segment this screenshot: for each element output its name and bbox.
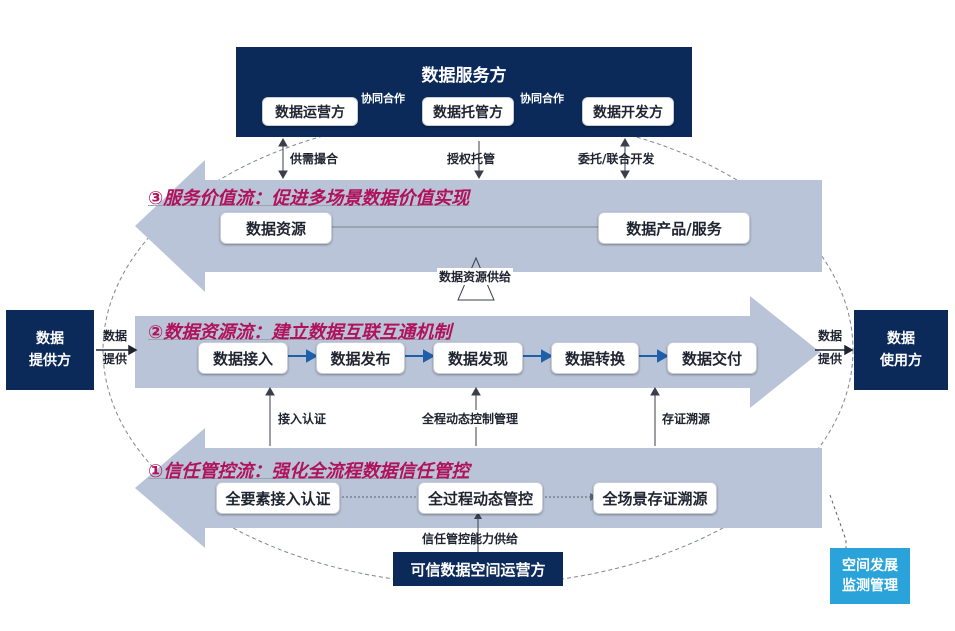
- step-convert: 数据转换: [551, 342, 639, 374]
- developer-label: 数据开发方: [593, 104, 663, 121]
- step-discover: 数据发现: [433, 342, 523, 374]
- operator-box: 数据运营方: [262, 97, 358, 126]
- service-resource-label: 数据资源: [245, 219, 306, 238]
- element-auth-box: 全要素接入认证: [216, 482, 340, 514]
- user-arrow-label2: 提供: [817, 352, 842, 366]
- resource-flow-title: ②数据资源流：建立数据互联互通机制: [148, 322, 452, 343]
- provider-line1: 数据: [36, 331, 64, 347]
- process-control-label: 全过程动态管控: [427, 489, 533, 508]
- process-control-box: 全过程动态管控: [418, 482, 543, 514]
- monitor-line1: 空间发展: [842, 558, 898, 574]
- user-line1: 数据: [887, 331, 915, 347]
- operator-label: 数据运营方: [275, 104, 345, 121]
- service-flow-band: [135, 160, 822, 292]
- element-auth-label: 全要素接入认证: [225, 489, 331, 508]
- step-publish-label: 数据发布: [330, 349, 391, 368]
- data-user-box: 数据 使用方: [854, 310, 948, 390]
- monitor-line2: 监测管理: [842, 578, 898, 594]
- access-auth-label: 接入认证: [278, 412, 327, 426]
- trust-flow-title: ①信任管控流：强化全流程数据信任管控: [148, 461, 470, 482]
- user-arrow-label1: 数据: [817, 329, 842, 343]
- trace-label: 存证溯源: [662, 412, 711, 426]
- provider-arrow-label1: 数据: [102, 329, 127, 343]
- step-access-label: 数据接入: [212, 349, 273, 368]
- step-deliver-label: 数据交付: [681, 349, 742, 368]
- provider-arrow-label2: 提供: [102, 352, 127, 366]
- resource-supply-label: 数据资源供给: [437, 268, 514, 285]
- data-provider-box: 数据 提供方: [6, 310, 94, 390]
- step-discover-label: 数据发现: [447, 349, 508, 368]
- step-publish: 数据发布: [316, 342, 405, 374]
- space-operator-box: 可信数据空间运营方: [393, 552, 563, 586]
- service-resource-box: 数据资源: [220, 212, 332, 244]
- provider-line2: 提供方: [29, 353, 71, 369]
- service-flow-title: ③服务价值流：促进多场景数据价值实现: [148, 188, 470, 209]
- supply-demand-label: 供需撮合: [290, 152, 339, 166]
- step-convert-label: 数据转换: [564, 349, 625, 368]
- step-access: 数据接入: [198, 342, 288, 374]
- service-product-label: 数据产品/服务: [626, 219, 722, 238]
- coop-left-label: 协同合作: [361, 92, 405, 105]
- provider-arrow-label: 数据 提供: [98, 328, 132, 368]
- user-arrow-label: 数据 提供: [813, 328, 847, 368]
- joint-dev-label: 委托/联合开发: [578, 152, 655, 166]
- user-line2: 使用方: [880, 353, 922, 369]
- developer-box: 数据开发方: [582, 97, 674, 126]
- authorized-custody-label: 授权托管: [447, 152, 496, 166]
- space-operator-label: 可信数据空间运营方: [410, 560, 546, 579]
- step-deliver: 数据交付: [667, 342, 757, 374]
- scene-trace-box: 全场景存证溯源: [593, 482, 717, 514]
- coop-right-label: 协同合作: [520, 92, 564, 105]
- monitor-box: 空间发展 监测管理: [830, 548, 910, 604]
- custodian-label: 数据托管方: [433, 104, 503, 121]
- service-product-box: 数据产品/服务: [598, 212, 750, 244]
- trust-capability-label: 信任管控能力供给: [422, 532, 519, 546]
- scene-trace-label: 全场景存证溯源: [602, 489, 708, 508]
- full-control-label: 全程动态控制管理: [420, 410, 521, 427]
- custodian-box: 数据托管方: [422, 97, 514, 126]
- service-provider-title: 数据服务方: [421, 66, 507, 86]
